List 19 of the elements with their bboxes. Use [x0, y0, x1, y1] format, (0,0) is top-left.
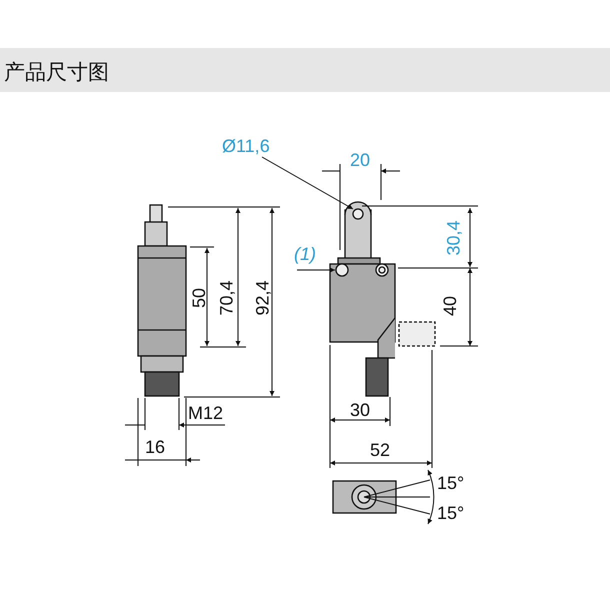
callout-label: (1): [294, 244, 316, 264]
dimension-label: 70,4: [216, 280, 237, 316]
section-title: 产品尺寸图: [4, 60, 109, 86]
dimension-label: M12: [188, 403, 224, 423]
dimension-label: 92,4: [252, 280, 273, 316]
roller: [352, 208, 364, 220]
dimension-label: 20: [350, 150, 370, 170]
fixing-hole: [335, 263, 349, 277]
dimension-label: 30,4: [444, 220, 464, 256]
dimension-label: 52: [370, 440, 390, 460]
dimension-label: 40: [440, 296, 460, 316]
diameter-label: Ø11,6: [222, 136, 270, 156]
dimension-label: 16: [145, 437, 166, 457]
leader-line: [262, 156, 354, 210]
angle-label: 15°: [437, 473, 464, 493]
angle-label: 15°: [437, 503, 464, 523]
dimension-label: 30: [350, 400, 370, 420]
leader-line: [296, 268, 336, 272]
dimension-label: 50: [189, 288, 210, 308]
